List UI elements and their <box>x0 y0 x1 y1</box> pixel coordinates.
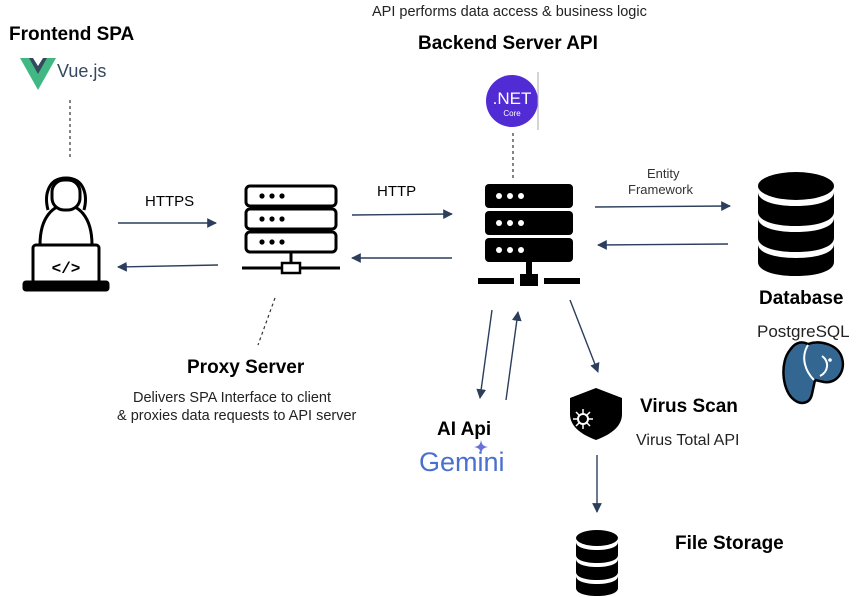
proxy-caption-line2: & proxies data requests to API server <box>117 408 357 424</box>
dotnet-logo-top: .NET <box>493 89 532 108</box>
backend-title: Backend Server API <box>418 33 598 54</box>
proxy-dashed-line <box>257 297 276 346</box>
vue-logo-text: Vue.js <box>57 61 107 81</box>
frontend-title: Frontend SPA <box>9 24 135 45</box>
proxy-caption-line1: Delivers SPA Interface to client <box>133 390 331 406</box>
edge-label-entity-line1: Entity <box>647 166 680 181</box>
proxy-server-icon <box>242 184 340 275</box>
ai-title: AI Api <box>437 419 492 440</box>
backend-caption: API performs data access & business logi… <box>372 4 647 20</box>
edge-label-https: HTTPS <box>145 193 195 210</box>
arrow-proxy-to-backend <box>351 209 453 219</box>
postgresql-elephant-icon <box>782 341 845 405</box>
dotnet-core-logo-icon: .NET Core <box>486 72 539 130</box>
postgresql-logo-text: PostgreSQL <box>757 322 850 341</box>
arrow-backend-to-ai <box>476 309 493 399</box>
virus-title: Virus Scan <box>640 396 738 417</box>
database-icon <box>758 172 834 276</box>
edge-label-entity-line2: Framework <box>628 182 694 197</box>
database-title: Database <box>759 288 844 309</box>
file-storage-icon <box>576 530 618 596</box>
virus-caption: Virus Total API <box>636 432 740 449</box>
dotnet-logo-bottom: Core <box>503 109 521 118</box>
svg-text:</>: </> <box>52 260 81 278</box>
backend-server-icon <box>478 184 580 286</box>
arrow-db-to-backend <box>597 240 729 250</box>
gemini-logo-text: Gemini <box>419 447 505 477</box>
arrow-proxy-to-client <box>117 261 219 272</box>
vue-logo-icon <box>20 58 56 90</box>
storage-title: File Storage <box>675 533 784 554</box>
edge-label-http: HTTP <box>377 183 417 200</box>
arrow-backend-to-virus <box>569 299 600 373</box>
developer-laptop-icon: </> <box>22 176 110 292</box>
virus-shield-icon <box>570 388 622 440</box>
arrow-ai-to-backend <box>505 311 522 401</box>
proxy-title: Proxy Server <box>187 357 305 378</box>
gemini-sparkle-icon <box>474 440 488 454</box>
arrow-backend-to-db <box>594 201 731 211</box>
